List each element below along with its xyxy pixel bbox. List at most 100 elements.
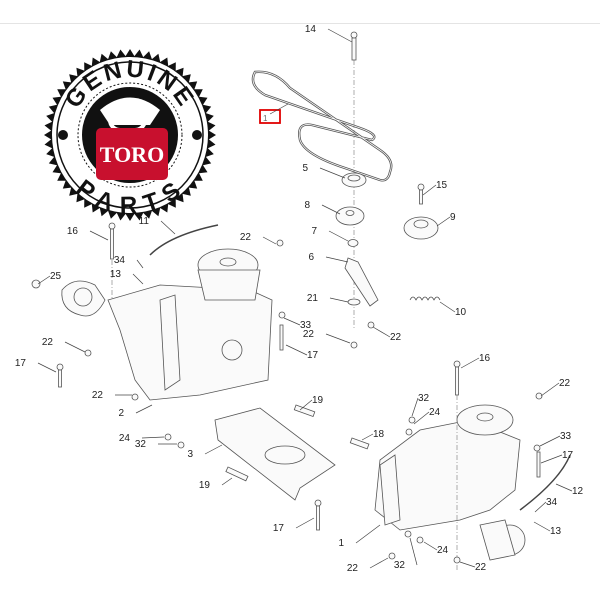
leader-line — [37, 362, 57, 373]
callout-24[interactable]: 24 — [119, 433, 131, 444]
leader-line — [64, 341, 86, 353]
bolt-19-bottom — [225, 466, 249, 482]
callout-34[interactable]: 34 — [546, 497, 558, 508]
leader-line — [319, 167, 346, 179]
callout-22[interactable]: 22 — [475, 562, 487, 573]
selected-part-label: 1 — [263, 114, 268, 123]
callout-2[interactable]: 2 — [118, 408, 124, 419]
leader-line — [555, 483, 573, 492]
leader-line — [411, 397, 419, 417]
callout-16[interactable]: 16 — [67, 226, 79, 237]
bolt-19-top — [293, 404, 316, 418]
right-transmission — [374, 404, 526, 561]
callout-24[interactable]: 24 — [429, 407, 441, 418]
callout-22[interactable]: 22 — [42, 337, 54, 348]
leader-line — [533, 521, 551, 532]
callout-10[interactable]: 10 — [455, 307, 467, 318]
callout-17[interactable]: 17 — [307, 350, 319, 361]
callout-19[interactable]: 19 — [199, 480, 211, 491]
callout-24[interactable]: 24 — [437, 545, 449, 556]
leader-line — [327, 28, 353, 43]
leader-line — [439, 301, 456, 313]
callout-32[interactable]: 32 — [394, 560, 406, 571]
leader-line — [325, 333, 351, 344]
callout-22[interactable]: 22 — [92, 390, 104, 401]
leader-line — [436, 216, 451, 227]
bolt-14 — [350, 31, 358, 61]
leader-line — [221, 477, 233, 486]
leader-line — [204, 444, 223, 455]
leader-line — [413, 411, 430, 425]
callout-32[interactable]: 32 — [135, 439, 147, 450]
callout-16[interactable]: 16 — [479, 353, 491, 364]
leader-line — [409, 537, 418, 566]
leader-line — [540, 382, 560, 397]
callout-17[interactable]: 17 — [15, 358, 27, 369]
callout-6[interactable]: 6 — [308, 252, 314, 263]
callout-1[interactable]: 1 — [338, 538, 344, 549]
callout-22[interactable]: 22 — [559, 378, 571, 389]
bolt-18 — [349, 437, 370, 450]
callout-22[interactable]: 22 — [240, 232, 252, 243]
leader-line — [321, 204, 341, 215]
callout-22[interactable]: 22 — [390, 332, 402, 343]
callout-34[interactable]: 34 — [114, 255, 126, 266]
toro-badge — [96, 128, 168, 180]
leader-line — [534, 501, 547, 513]
bolt-17-right — [536, 451, 541, 478]
leader-line — [539, 435, 561, 447]
pulley-8 — [335, 206, 365, 226]
callout-13[interactable]: 13 — [110, 269, 122, 280]
callout-18[interactable]: 18 — [373, 429, 385, 440]
idler-arm-6 — [344, 257, 379, 307]
callout-7[interactable]: 7 — [311, 226, 317, 237]
leader-line — [328, 230, 349, 242]
pulley-5 — [341, 172, 367, 188]
washer-21 — [347, 298, 361, 306]
leader-line — [299, 399, 313, 411]
callout-12[interactable]: 12 — [572, 486, 584, 497]
leader-line — [361, 433, 374, 441]
callout-22[interactable]: 22 — [347, 563, 359, 574]
drive-belt — [251, 70, 393, 182]
leader-line — [329, 297, 349, 303]
callout-14[interactable]: 14 — [305, 24, 317, 35]
bolt-16-left — [108, 222, 116, 260]
callout-19[interactable]: 19 — [312, 395, 324, 406]
selected-part-highlight[interactable] — [259, 109, 281, 124]
leader-line — [262, 236, 277, 245]
bolt-15 — [417, 183, 425, 205]
callout-3[interactable]: 3 — [187, 449, 193, 460]
callout-33[interactable]: 33 — [300, 320, 312, 331]
leader-line — [423, 541, 438, 551]
genuine-toro-parts-logo: TORO GENUINE PARTS — [44, 49, 216, 221]
leader-line — [160, 220, 176, 235]
callout-21[interactable]: 21 — [307, 293, 319, 304]
callout-17[interactable]: 17 — [273, 523, 285, 534]
callout-8[interactable]: 8 — [304, 200, 310, 211]
callout-5[interactable]: 5 — [302, 163, 308, 174]
callout-25[interactable]: 25 — [50, 271, 62, 282]
leader-line — [89, 230, 109, 241]
callout-33[interactable]: 33 — [560, 431, 572, 442]
leader-line — [422, 184, 437, 196]
leader-line — [136, 259, 144, 269]
callout-13[interactable]: 13 — [550, 526, 562, 537]
callout-15[interactable]: 15 — [436, 180, 448, 191]
spring-10 — [409, 296, 441, 301]
left-transmission — [31, 248, 273, 401]
bolt-17-mid — [279, 324, 284, 351]
leader-line — [141, 436, 165, 439]
leader-line — [325, 256, 349, 263]
bolt-17-left — [56, 363, 64, 388]
callout-9[interactable]: 9 — [450, 212, 456, 223]
callout-11[interactable]: 11 — [139, 216, 150, 227]
callout-17[interactable]: 17 — [562, 450, 574, 461]
leader-line — [135, 404, 153, 414]
leader-line — [372, 326, 391, 338]
callout-22[interactable]: 22 — [303, 329, 315, 340]
leader-line — [132, 273, 144, 285]
callout-32[interactable]: 32 — [418, 393, 430, 404]
